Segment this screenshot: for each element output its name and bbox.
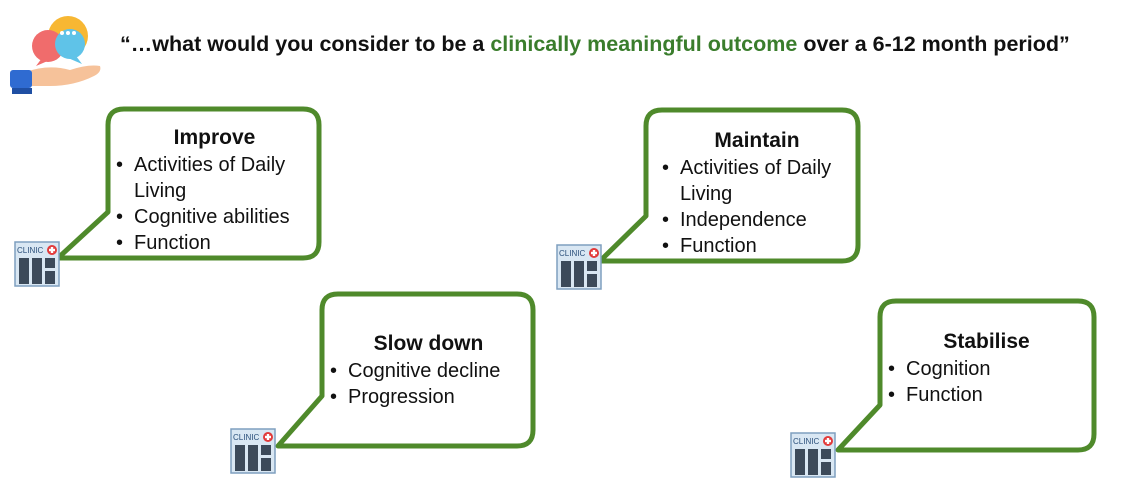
list-item: Progression [326,384,531,410]
maintain-callout: Maintain Activities of Daily Living Inde… [658,129,856,259]
improve-list: Activities of Daily Living Cognitive abi… [112,152,317,256]
page-title: “…what would you consider to be a clinic… [120,32,1130,57]
clinic-building-icon: CLINIC [14,241,60,287]
stabilise-list: Cognition Function [884,356,1089,408]
slow-down-list: Cognitive decline Progression [326,358,531,410]
clinic-building-icon: CLINIC [230,428,276,474]
title-text-end: over a 6-12 month period” [797,32,1070,56]
list-item: Cognitive decline [326,358,531,384]
improve-callout: Improve Activities of Daily Living Cogni… [112,126,317,256]
maintain-list: Activities of Daily Living Independence … [658,155,856,259]
clinic-sign-text: CLINIC [233,433,259,442]
slow-down-callout: Slow down Cognitive decline Progression [326,332,531,410]
title-highlight: clinically meaningful outcome [490,32,798,56]
list-item: Cognitive abilities [112,204,317,230]
stabilise-title: Stabilise [943,330,1030,353]
clinic-building-icon: CLINIC [556,244,602,290]
title-text-start: “…what would you consider to be a [120,32,491,56]
list-item: Activities of Daily [112,152,317,178]
clinic-sign-text: CLINIC [559,249,585,258]
clinic-building-icon: CLINIC [790,432,836,478]
list-item: Activities of Daily [658,155,856,181]
list-item: Function [658,233,856,259]
maintain-title: Maintain [714,129,800,152]
hand-with-speech-bubbles-icon [10,16,101,94]
list-item: Living [134,180,187,202]
list-item: Independence [658,207,856,233]
slow-down-title: Slow down [373,332,484,355]
improve-title: Improve [173,126,256,149]
list-item: Living [680,183,733,205]
clinic-sign-text: CLINIC [793,437,819,446]
list-item: Function [112,230,317,256]
list-item: Cognition [884,356,1089,382]
list-item: Function [884,382,1089,408]
clinic-sign-text: CLINIC [17,246,43,255]
stabilise-callout: Stabilise Cognition Function [884,330,1089,408]
